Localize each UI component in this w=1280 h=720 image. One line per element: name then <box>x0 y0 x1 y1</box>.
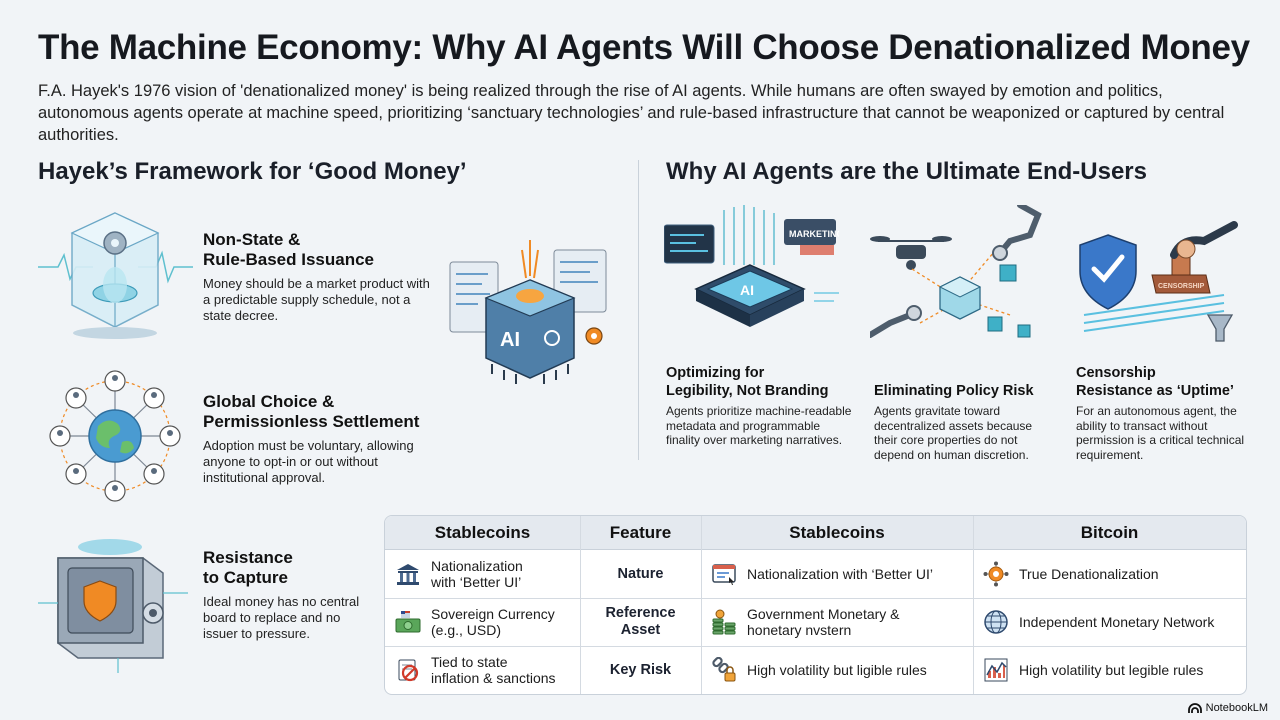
comparison-table: Stablecoins Feature Stablecoins Bitcoin … <box>384 515 1247 695</box>
feature-key-risk: Key Risk <box>609 661 672 678</box>
cell-text: High volatility but ligible rules <box>747 662 927 678</box>
col-divider <box>580 516 581 694</box>
col-header-bitcoin: Bitcoin <box>1080 523 1139 542</box>
globe-network-icon <box>984 610 1008 634</box>
chip-label: AI <box>500 329 520 351</box>
notebooklm-brand: NotebookLM <box>1187 702 1268 714</box>
cell-text: Independent Monetary Network <box>1019 614 1215 630</box>
col-divider <box>701 516 702 694</box>
card-desc: Agents gravitate toward decentralized as… <box>874 404 1033 462</box>
shield-censorship-icon: CENSORSHIP <box>1079 221 1238 342</box>
coin-stack-icon <box>712 609 736 635</box>
intro-text: F.A. Hayek's 1976 vision of 'denationali… <box>38 82 1225 144</box>
browser-window-icon <box>712 564 736 585</box>
ai-chip-icon: AI <box>449 240 607 384</box>
feature-nature: Nature <box>617 565 664 582</box>
left-section-heading: Hayek’s Framework for ‘Good Money’ <box>38 158 467 185</box>
col-divider <box>973 516 974 694</box>
page-title: The Machine Economy: Why AI Agents Will … <box>38 28 1250 67</box>
bank-icon <box>397 564 419 585</box>
cell-text: Nationalization with ‘Better UI’ <box>747 566 933 582</box>
cell-text: True Denationalization <box>1019 566 1159 582</box>
chain-lock-icon <box>712 657 736 682</box>
col-header-feature: Feature <box>609 523 672 542</box>
brand-label: NotebookLM <box>1205 702 1268 714</box>
volatility-chart-icon <box>984 658 1008 682</box>
table-header: Stablecoins Feature Stablecoins Bitcoin <box>385 516 1246 550</box>
card-policy-risk: Eliminating Policy Risk Agents gravitate… <box>874 364 1049 462</box>
stamp-label: CENSORSHIP <box>1158 283 1205 290</box>
robot-drone-network-icon <box>870 205 1042 338</box>
marketing-label: MARKETING <box>789 229 839 239</box>
section-divider <box>638 160 639 460</box>
prohibited-icon <box>398 659 419 682</box>
chip-label: AI <box>740 282 754 298</box>
col-header-stablecoins-2: Stablecoins <box>789 523 885 542</box>
feature-desc: Ideal money has no central board to repl… <box>203 594 360 641</box>
feature-non-state: Non-State &Rule-Based Issuance Money sho… <box>203 230 433 324</box>
feature-global-choice: Global Choice &Permissionless Settlement… <box>203 392 433 486</box>
feature-title: Non-State &Rule-Based Issuance <box>203 230 375 269</box>
right-section-heading: Why AI Agents are the Ultimate End-Users <box>666 158 1147 185</box>
ai-chip-marketing-icon: MARKETING AI <box>664 205 839 327</box>
feature-title: Global Choice &Permissionless Settlement <box>203 392 420 431</box>
bitcoin-network-icon <box>983 561 1009 587</box>
cell-text: Sovereign Currency(e.g., USD) <box>431 606 555 638</box>
feature-desc: Money should be a market product with a … <box>203 276 430 323</box>
glass-cube-gear-icon <box>38 212 193 339</box>
card-title: Eliminating Policy Risk <box>874 383 1034 399</box>
cell-text: High volatility but legible rules <box>1019 662 1204 678</box>
cell-text: Government Monetary &honetary nvstern <box>747 606 900 638</box>
dollar-bill-icon <box>395 611 421 633</box>
card-desc: For an autonomous agent, the ability to … <box>1076 404 1245 462</box>
vault-shield-icon <box>38 539 188 673</box>
feature-desc: Adoption must be voluntary, allowing any… <box>203 438 414 485</box>
global-network-icon <box>49 370 181 502</box>
card-desc: Agents prioritize machine-readable metad… <box>666 404 852 447</box>
col-header-stablecoins-1: Stablecoins <box>434 523 531 542</box>
notebooklm-logo-icon <box>1187 702 1202 713</box>
